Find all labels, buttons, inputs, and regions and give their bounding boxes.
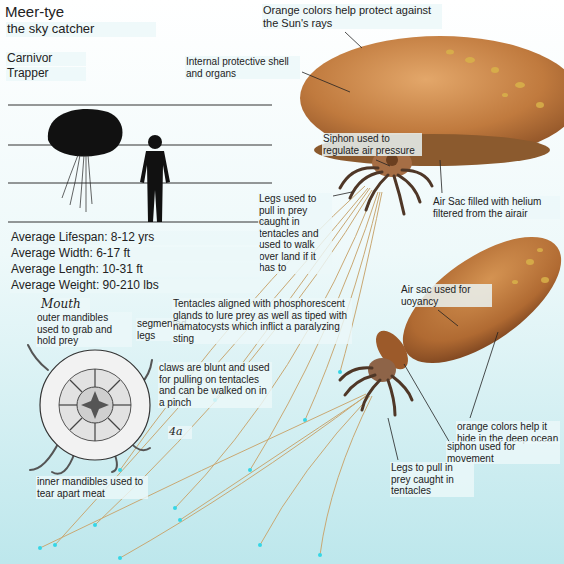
annotation-label: siphon used for movement: [446, 441, 560, 464]
annotation-label: Legs used to pull in prey caught in tent…: [258, 193, 332, 274]
annotation-label: outer mandibles used to grab and hold pr…: [36, 312, 132, 347]
size-silhouettes: [48, 109, 170, 222]
annotation-label: Air Sac filled with helium filtered from…: [432, 196, 560, 219]
annotation-label: Average Width: 6-17 ft: [10, 247, 260, 261]
annotation-label: claws are blunt and used for pulling on …: [158, 362, 272, 408]
annotation-label: Carnivor: [6, 52, 86, 66]
tentacle-tips: [38, 518, 322, 560]
annotation-label: Internal protective shell and organs: [185, 56, 300, 79]
annotation-label: Tentacles aligned with phosphorescent gl…: [172, 298, 352, 344]
annotation-label: the sky catcher: [6, 22, 156, 37]
annotation-label: Average Length: 10-31 ft: [10, 263, 260, 277]
annotation-label: Siphon used to regulate air pressure: [322, 133, 422, 156]
annotation-label: 4a: [168, 426, 192, 439]
scale-lines: [8, 105, 272, 222]
annotation-label: Orange colors help protect against the S…: [262, 4, 442, 29]
annotation-label: inner mandibles used to tear apart meat: [36, 476, 148, 499]
annotation-label: Mouth: [40, 298, 90, 312]
annotation-label: Average Weight: 90-210 lbs: [10, 279, 260, 293]
annotation-label: Average Lifespan: 8-12 yrs: [10, 231, 260, 245]
bottom-creature: [340, 213, 564, 415]
annotation-label: Air sac used for uoyancy: [400, 284, 492, 307]
annotation-label: Trapper: [6, 67, 86, 81]
top-creature: [300, 36, 564, 214]
silhouette-tentacles: [62, 155, 92, 212]
annotation-label: Legs to pull in prey caught in tentacles: [390, 462, 474, 497]
diagram-title: Meer-tye: [5, 4, 64, 21]
mouth-sketch: [28, 345, 152, 474]
